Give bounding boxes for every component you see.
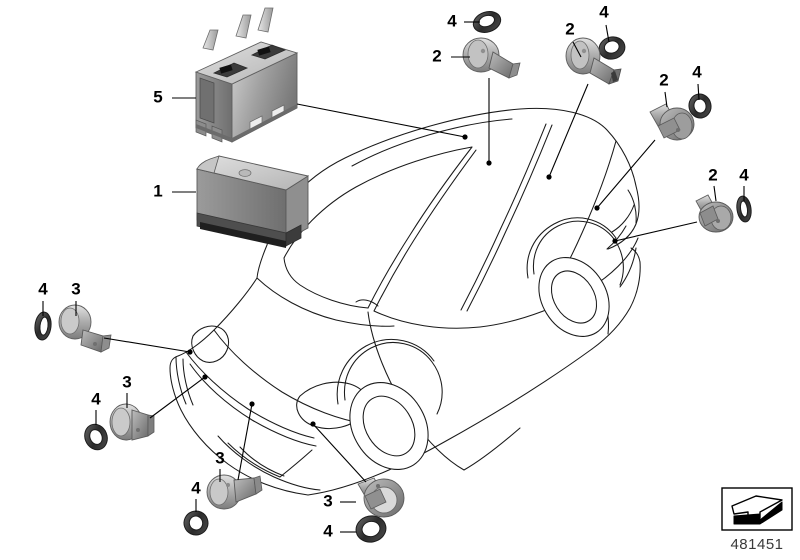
callout-part-4-gasket-front-b: 4 xyxy=(91,389,101,425)
callout-number-part-2-sensor-side: 2 xyxy=(708,165,717,184)
ultrasonic-sensor-graphics xyxy=(58,37,734,518)
callout-number-part-2-sensor-rear-a: 2 xyxy=(432,46,441,65)
callout-part-3-sensor-front-d: 3 xyxy=(323,491,356,510)
callout-number-part-3-sensor-front-d: 3 xyxy=(323,491,332,510)
callout-number-part-4-gasket-front-d: 4 xyxy=(323,521,333,540)
callout-number-part-4-gasket-rear-b: 4 xyxy=(599,2,609,21)
callout-part-3-sensor-front-b: 3 xyxy=(122,372,132,408)
callout-part-2-sensor-rear-c: 2 xyxy=(659,70,669,108)
callout-leader-line xyxy=(713,185,717,202)
callout-number-part-1-control-unit: 1 xyxy=(153,181,162,200)
callout-part-5-sensor-bracket: 5 xyxy=(153,87,196,106)
callout-number-part-4-gasket-rear-a: 4 xyxy=(447,11,457,30)
callout-number-part-4-gasket-front-b: 4 xyxy=(91,389,101,408)
part-5-bracket-graphic xyxy=(194,7,299,143)
callout-number-part-3-sensor-front-c: 3 xyxy=(215,448,224,467)
callout-number-part-2-sensor-rear-c: 2 xyxy=(659,70,668,89)
callout-part-2-sensor-rear-b: 2 xyxy=(565,19,582,58)
callout-part-2-sensor-rear-a: 2 xyxy=(432,46,470,65)
direction-arrow-icon xyxy=(731,495,783,525)
callout-number-part-3-sensor-front-b: 3 xyxy=(122,372,131,391)
callout-part-3-sensor-front-c: 3 xyxy=(215,448,225,482)
callout-number-part-5-sensor-bracket: 5 xyxy=(153,87,162,106)
callout-part-4-gasket-side: 4 xyxy=(739,165,749,201)
callout-number-part-3-sensor-front-a: 3 xyxy=(71,279,80,298)
part-4-gasket-graphics xyxy=(34,11,752,543)
callout-leader-line xyxy=(697,83,700,101)
callout-part-4-gasket-rear-a: 4 xyxy=(447,11,480,30)
callout-part-4-gasket-front-d: 4 xyxy=(323,521,356,540)
callout-part-4-gasket-front-a: 4 xyxy=(38,279,48,316)
diagram-id-block: 481451 xyxy=(721,487,793,553)
callout-number-part-2-sensor-rear-b: 2 xyxy=(565,19,574,38)
diagram-id-number: 481451 xyxy=(730,536,783,553)
callout-part-4-gasket-rear-b: 4 xyxy=(599,2,610,43)
callout-leader-line xyxy=(605,24,610,43)
callout-part-4-gasket-front-c: 4 xyxy=(191,478,201,512)
callout-part-2-sensor-side: 2 xyxy=(708,165,718,202)
callout-number-part-4-gasket-rear-c: 4 xyxy=(692,62,702,81)
callout-number-part-4-gasket-front-c: 4 xyxy=(191,478,201,497)
part-1-control-unit-graphic xyxy=(195,155,310,248)
callout-leader-line xyxy=(664,91,668,108)
callout-number-part-4-gasket-side: 4 xyxy=(739,165,749,184)
callout-leader-line xyxy=(572,41,582,58)
vehicle-outline xyxy=(169,107,641,496)
callout-part-1-control-unit: 1 xyxy=(153,181,196,200)
callout-part-4-gasket-rear-c: 4 xyxy=(692,62,702,101)
body-leader-lines xyxy=(103,78,698,483)
callout-number-part-4-gasket-front-a: 4 xyxy=(38,279,48,298)
callout-part-3-sensor-front-a: 3 xyxy=(71,279,81,316)
